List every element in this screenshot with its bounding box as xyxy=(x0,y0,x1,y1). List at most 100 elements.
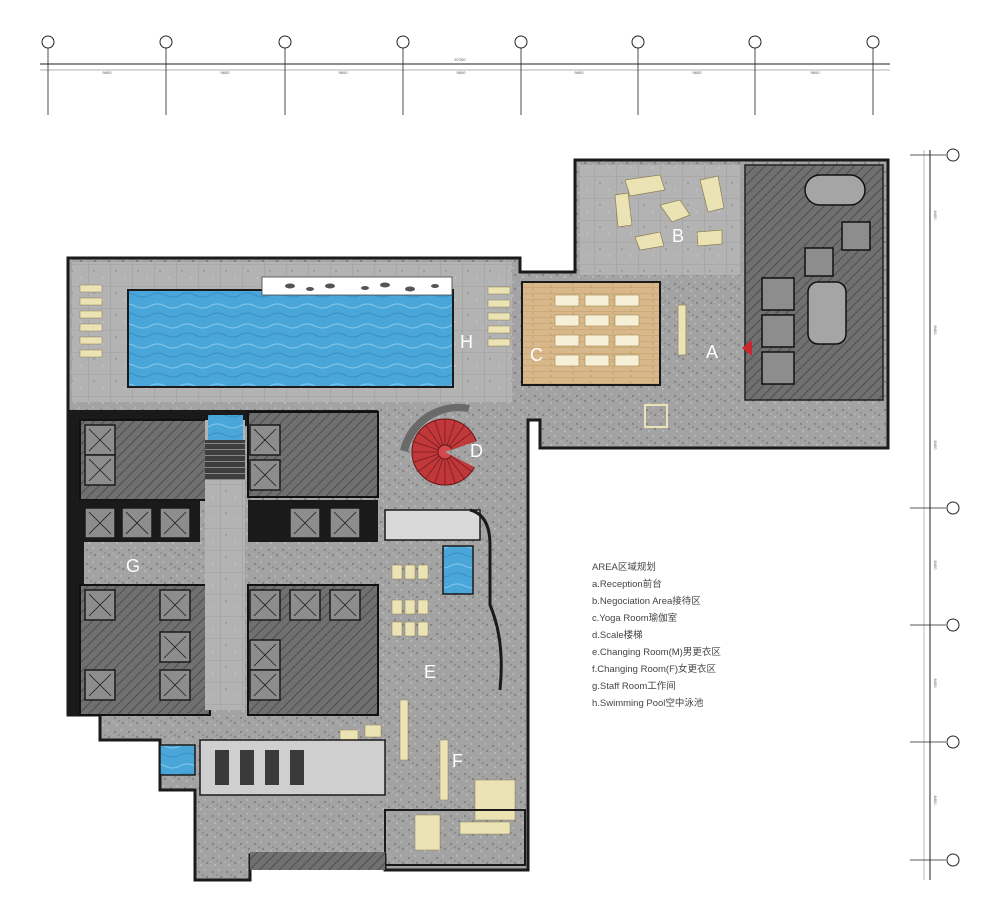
grid-bubble-top-6 xyxy=(631,35,645,49)
grid-bubble-right-4 xyxy=(946,735,960,749)
right-dim-3: 8400 xyxy=(933,441,938,451)
spiral-staircase xyxy=(400,403,480,486)
pool-loungers-left xyxy=(79,284,103,358)
stair-tread xyxy=(446,420,456,446)
yoga-mat xyxy=(554,294,580,307)
legend-item-g: g.Staff Room工作间 xyxy=(592,680,676,692)
elevator-cross xyxy=(88,458,112,482)
west-core xyxy=(68,410,379,716)
grid-bubble-top-4 xyxy=(396,35,410,49)
right-dim-6: 8400 xyxy=(933,796,938,806)
elevator-cross xyxy=(333,593,357,617)
elevator-cross xyxy=(293,511,317,535)
yoga-mat xyxy=(614,334,640,347)
yoga-mat xyxy=(554,334,580,347)
elevator-cross xyxy=(253,673,277,697)
pool-loungers-right xyxy=(487,286,511,347)
zone-label-f: F xyxy=(452,751,463,771)
top-dimension-axis: 67200 9600 9600 9600 9600 9600 9600 9600 xyxy=(40,35,890,115)
zone-label-b: B xyxy=(672,226,684,246)
negotiation-furniture xyxy=(614,174,725,251)
elevator-cross xyxy=(253,643,277,667)
elevator-cross xyxy=(125,511,149,535)
yoga-mat xyxy=(584,314,610,327)
grid-bubble-right-2 xyxy=(946,501,960,515)
stair-tread xyxy=(418,432,440,449)
elevator-cross xyxy=(88,593,112,617)
zone-label-h: H xyxy=(460,332,473,352)
reception-area xyxy=(644,304,752,428)
legend-title: AREA区域规划 xyxy=(592,561,656,573)
elevator-cross xyxy=(163,673,187,697)
stair-tread xyxy=(418,455,440,472)
stair-tread xyxy=(450,455,472,472)
elevator-cross xyxy=(253,593,277,617)
elevator-cross xyxy=(163,593,187,617)
right-dim-2: 8400 xyxy=(933,326,938,336)
grid-bubble-right-5 xyxy=(946,853,960,867)
grid-bubble-top-2 xyxy=(159,35,173,49)
stair-tread xyxy=(425,425,442,447)
service-core-elevators xyxy=(761,174,871,385)
zone-label-g: G xyxy=(126,556,140,576)
elevator-cross xyxy=(163,635,187,659)
right-dim-1: 8400 xyxy=(933,211,938,221)
legend-item-h: h.Swimming Pool空中泳池 xyxy=(592,697,704,709)
top-dim-3: 9600 xyxy=(339,70,349,75)
grid-bubble-top-8 xyxy=(866,35,880,49)
grid-bubble-top-3 xyxy=(278,35,292,49)
stair-tread xyxy=(413,453,439,463)
pool-stones xyxy=(285,282,439,292)
elevator-cross xyxy=(253,428,277,452)
elevator-cross xyxy=(88,673,112,697)
legend-item-e: e.Changing Room(M)男更衣区 xyxy=(592,646,721,658)
grid-bubble-top-1 xyxy=(41,35,55,49)
top-dim-2: 9600 xyxy=(221,70,231,75)
legend-item-d: d.Scale楼梯 xyxy=(592,629,643,641)
legend-item-f: f.Changing Room(F)女更衣区 xyxy=(592,663,717,675)
grid-bubble-right-1 xyxy=(946,148,960,162)
yoga-mat xyxy=(554,354,580,367)
swimming-pool xyxy=(79,276,511,388)
legend-item-a: a.Reception前台 xyxy=(592,578,662,590)
elevator-cross xyxy=(333,511,357,535)
stair-tread xyxy=(446,458,456,484)
legend-item-c: c.Yoga Room瑜伽室 xyxy=(592,612,677,624)
right-dimension-axis: 8400 8400 8400 8400 8400 8400 xyxy=(910,148,960,880)
elevator-cross xyxy=(163,511,187,535)
stair-tread xyxy=(448,425,465,447)
area-legend: AREA区域规划 a.Reception前台 b.Negociation Are… xyxy=(592,561,721,709)
stair-tread xyxy=(434,420,444,446)
yoga-mat xyxy=(584,354,610,367)
grid-bubble-top-7 xyxy=(748,35,762,49)
yoga-room xyxy=(521,281,661,386)
top-dim-7: 9600 xyxy=(811,70,821,75)
elevator-cross xyxy=(88,511,112,535)
grid-bubble-right-3 xyxy=(946,618,960,632)
stair-tread xyxy=(413,441,439,451)
yoga-mat xyxy=(614,314,640,327)
yoga-mat xyxy=(614,354,640,367)
zone-label-a: A xyxy=(706,342,718,362)
stair-tread xyxy=(434,458,444,484)
elevator-cross xyxy=(293,593,317,617)
stair-tread xyxy=(450,432,472,449)
right-dim-5: 8400 xyxy=(933,679,938,689)
top-total-dimension: 67200 xyxy=(454,57,466,62)
elevator-cross xyxy=(253,463,277,487)
grid-bubble-top-5 xyxy=(514,35,528,49)
zone-label-e: E xyxy=(424,662,436,682)
yoga-mat xyxy=(614,294,640,307)
legend-item-b: b.Negociation Area接待区 xyxy=(592,595,701,607)
top-dim-5: 9600 xyxy=(575,70,585,75)
top-dim-1: 9600 xyxy=(103,70,113,75)
top-dim-6: 9600 xyxy=(693,70,703,75)
zone-label-d: D xyxy=(470,441,483,461)
changing-rooms xyxy=(159,508,526,870)
yoga-mat xyxy=(584,294,610,307)
zone-label-c: C xyxy=(530,345,543,365)
stair-tread xyxy=(448,457,465,479)
stair-tread xyxy=(425,457,442,479)
yoga-mat xyxy=(584,334,610,347)
